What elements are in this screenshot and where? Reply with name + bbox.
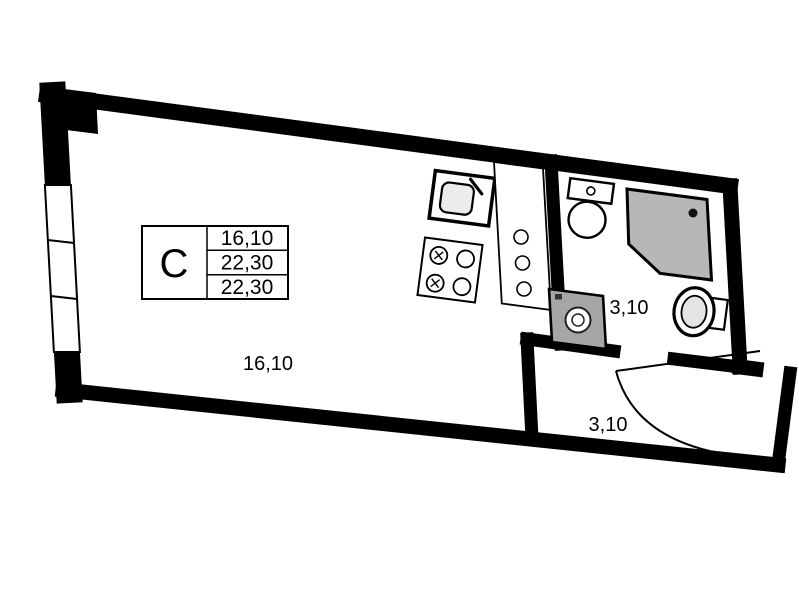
legend-value-2: 22,30 — [221, 252, 274, 275]
utility-shaft — [493, 160, 552, 312]
window-frame — [43, 184, 81, 353]
wall-corner-block — [40, 86, 98, 134]
toilet — [566, 176, 616, 239]
window — [43, 184, 81, 353]
stove — [416, 236, 484, 304]
stove-body — [416, 236, 484, 304]
pipe-riser-icon — [513, 229, 529, 245]
burner-icon — [452, 277, 472, 297]
washer-door-inner-icon — [571, 313, 585, 327]
pipe-riser-icon — [516, 281, 532, 297]
faucet-icon — [468, 177, 484, 196]
entry-door — [615, 350, 761, 458]
wall-hallway-left — [520, 332, 539, 445]
pipe-riser-icon — [514, 255, 531, 271]
burner-cross-icon — [433, 250, 444, 261]
sink-bowl — [438, 181, 475, 216]
wall-right — [722, 178, 748, 375]
legend-value-1: 16,10 — [221, 227, 274, 250]
window-mullion-1 — [47, 239, 75, 244]
burner-cross-icon — [430, 278, 441, 289]
basin-inner — [680, 294, 708, 329]
legend-type-label: С — [160, 242, 189, 286]
legend-border — [141, 225, 289, 300]
washer-door-icon — [564, 306, 592, 334]
wall-top — [38, 86, 739, 195]
wall-entry-bump-right — [770, 365, 798, 473]
room-label-living: 16,10 — [243, 353, 293, 375]
washer-detergent-icon — [555, 294, 562, 300]
washbasin — [672, 286, 730, 338]
room-label-hallway: 3,10 — [589, 414, 628, 436]
door-swing-arc — [615, 370, 747, 458]
door-leaf — [615, 350, 761, 372]
washing-machine — [547, 287, 608, 351]
window-mullion-2 — [50, 295, 78, 300]
room-label-bathroom: 3,10 — [610, 297, 649, 319]
toilet-bowl — [567, 200, 607, 239]
kitchen-sink — [427, 168, 497, 228]
wall-bathroom-bottom-right — [666, 351, 748, 375]
shower-drain-icon — [688, 208, 698, 218]
burner-icon — [456, 249, 475, 269]
legend-value-3: 22,30 — [221, 276, 274, 299]
shower — [625, 187, 714, 282]
flush-button-icon — [586, 186, 596, 196]
legend-table: С 16,10 22,30 22,30 — [141, 225, 289, 300]
shower-tray — [625, 187, 714, 282]
wall-bottom — [54, 381, 787, 474]
